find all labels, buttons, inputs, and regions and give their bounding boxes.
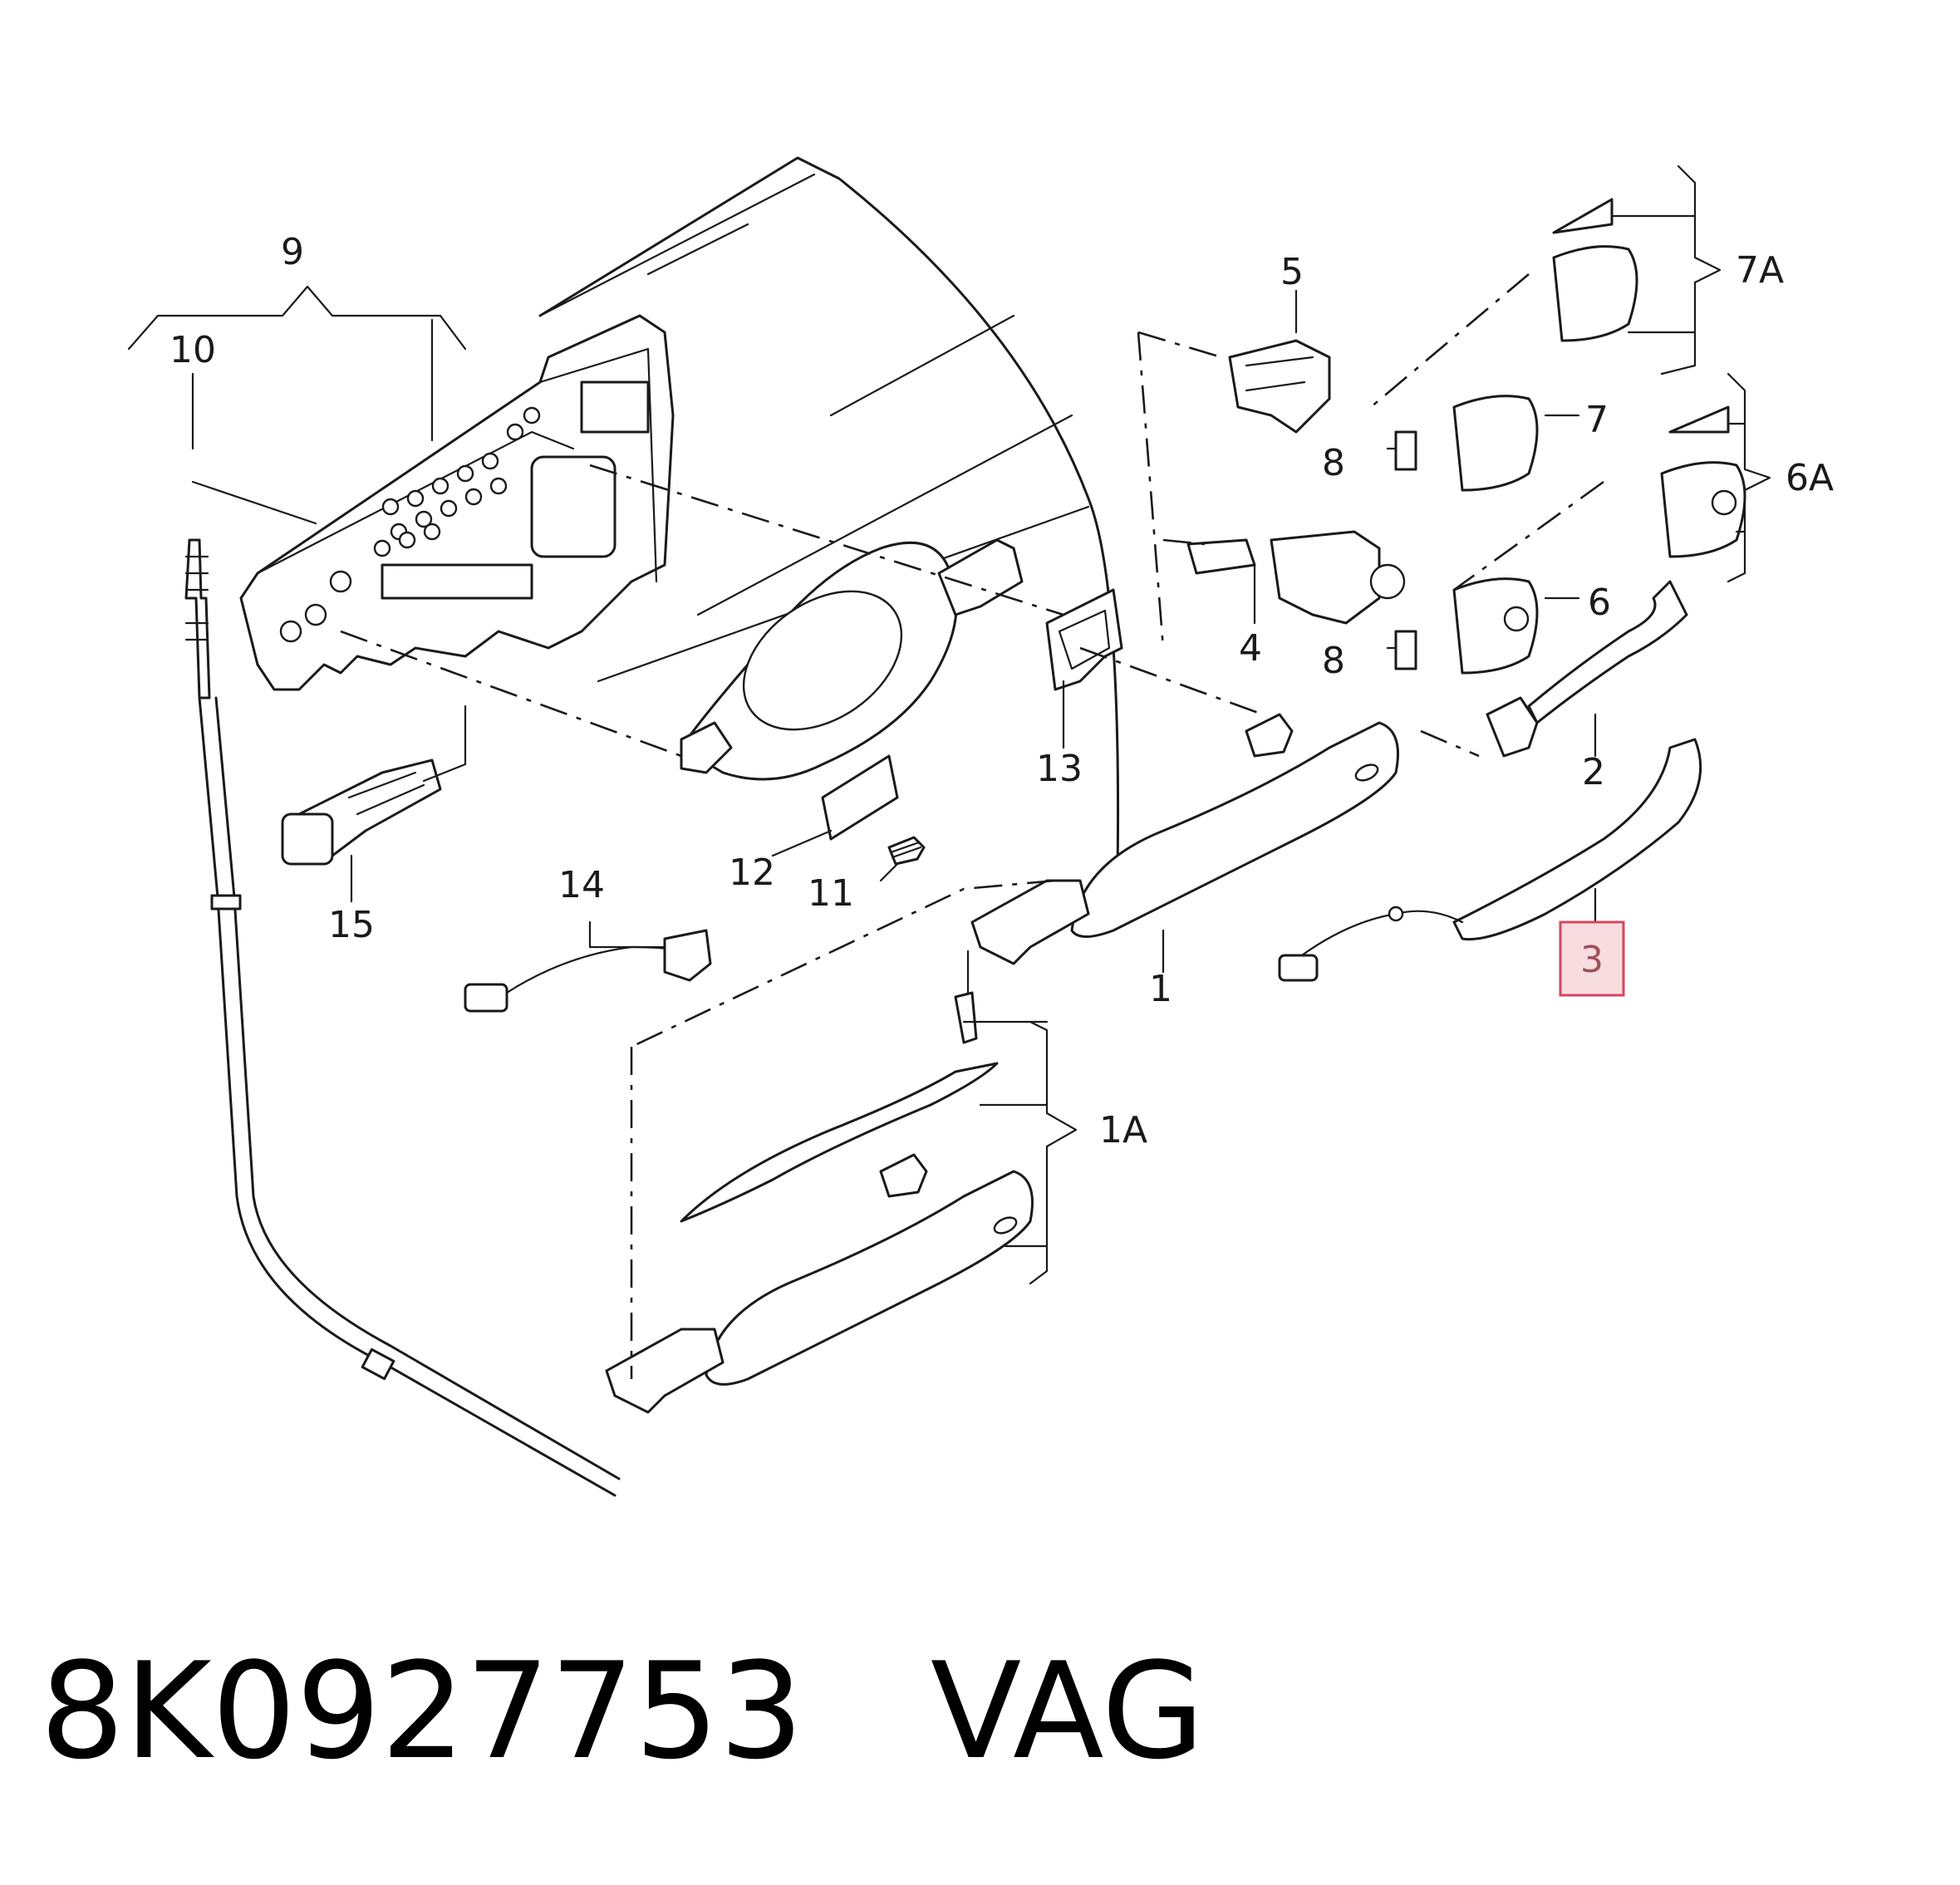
- lock-cylinder-lower: [1186, 530, 1406, 625]
- cover-plate: [1045, 588, 1123, 691]
- callout-5: 5: [1280, 251, 1304, 293]
- callout-7a: 7A: [1736, 249, 1784, 292]
- end-cap-7a: [1552, 198, 1638, 342]
- gasket-seal: [680, 538, 1024, 841]
- callout-3-highlight: [1559, 920, 1625, 997]
- part-number: 8K0927753: [40, 1633, 804, 1789]
- handle-cover-part-3: [1278, 738, 1702, 982]
- callout-1: 1: [1149, 968, 1172, 1010]
- carrier-bracket: [239, 314, 675, 691]
- leader-lines: [127, 164, 1771, 1285]
- callout-8-upper: 8: [1322, 442, 1345, 484]
- door-handle-main: [970, 713, 1399, 965]
- callout-6a: 6A: [1786, 457, 1834, 499]
- part-number-footer: 8K0927753 VAG: [40, 1645, 1205, 1778]
- callout-4: 4: [1239, 627, 1262, 670]
- callout-6: 6: [1588, 582, 1611, 624]
- bowden-cable: [184, 538, 621, 1497]
- handle-sensor-strip: [1486, 580, 1688, 758]
- end-cap-6a: [1660, 405, 1746, 558]
- callout-3: 3: [1580, 939, 1604, 981]
- callout-15: 15: [328, 904, 375, 946]
- spacer-8: [1394, 430, 1417, 670]
- callout-13: 13: [1036, 748, 1083, 790]
- end-cap-7: [1452, 395, 1539, 492]
- assembly-lines: [340, 273, 1604, 1379]
- callout-2: 2: [1582, 751, 1605, 793]
- callout-10: 10: [169, 329, 216, 371]
- cable-connector: [281, 758, 442, 866]
- callout-9: 9: [281, 231, 304, 273]
- callouts: 9 10 15 14 12 11 13 1 1A 5 4 8 8 7 6 7A …: [169, 231, 1834, 1151]
- screw: [887, 836, 926, 866]
- callout-11: 11: [808, 872, 854, 915]
- callout-14: 14: [558, 864, 605, 906]
- sensor-wire: [464, 929, 712, 1013]
- callout-8-lower: 8: [1322, 640, 1345, 682]
- brand-name: VAG: [930, 1633, 1205, 1789]
- callout-12: 12: [729, 852, 775, 894]
- lock-cylinder-upper: [1228, 339, 1331, 434]
- callout-1a: 1A: [1099, 1109, 1147, 1151]
- end-cap-6: [1452, 577, 1539, 675]
- callout-7: 7: [1585, 399, 1609, 441]
- door-handle-variant: [605, 991, 1034, 1414]
